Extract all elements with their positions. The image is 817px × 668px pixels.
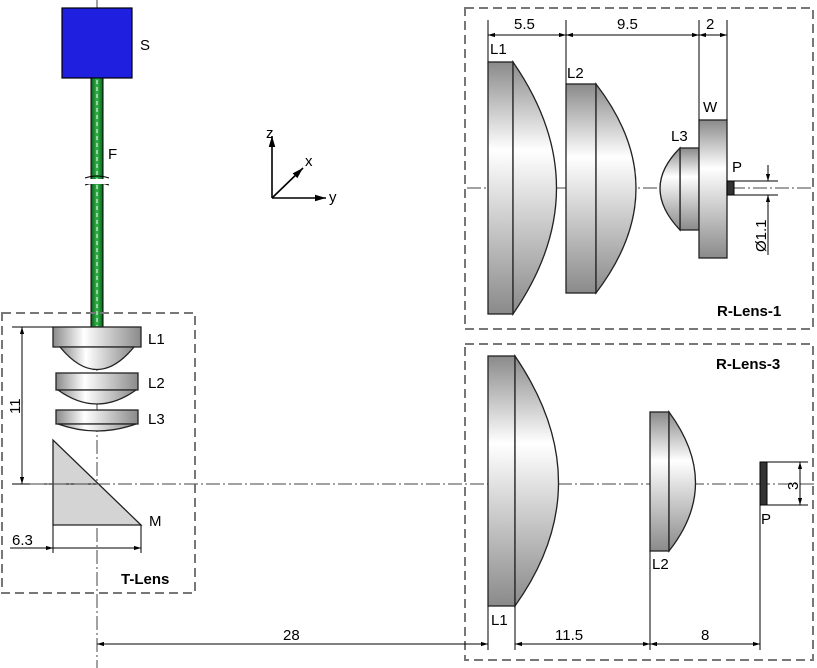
- r-lens-1-l3-label: L3: [671, 128, 688, 145]
- t-lens-l2: L2: [55, 372, 165, 405]
- r-lens-3-dim-a: 11.5: [555, 627, 583, 644]
- r-lens-3-l2: L2: [649, 410, 696, 573]
- r-lens-1-l2: L2: [565, 65, 637, 295]
- r-lens-3-l2-label: L2: [652, 556, 669, 573]
- r-lens-3-l1: L1: [487, 353, 559, 629]
- x-axis-label: x: [305, 153, 313, 170]
- r-lens-1-dim-c: 2: [706, 16, 714, 33]
- r-lens-1-window-label: W: [703, 99, 718, 116]
- r-lens-1-diameter-dimension: Ø1.1: [734, 165, 778, 255]
- r-lens-3-title: R-Lens-3: [716, 356, 780, 373]
- t-lens-l2-label: L2: [148, 375, 165, 392]
- r-lens-3-p-label: P: [761, 511, 771, 528]
- t-lens-width-value: 6.3: [12, 532, 33, 549]
- r-lens-1-l2-label: L2: [567, 65, 584, 82]
- z-axis-label: z: [266, 125, 274, 142]
- t-lens-l3: L3: [55, 409, 165, 432]
- r-lens-1-l1: L1: [487, 41, 557, 317]
- r-lens-1-dim-b: 9.5: [617, 16, 638, 33]
- optical-fiber: F: [84, 77, 117, 329]
- r-lens-1-p-label: P: [732, 159, 742, 176]
- source-label: S: [140, 37, 150, 54]
- r-lens-1-l1-label: L1: [490, 41, 507, 58]
- fiber-label: F: [108, 146, 117, 163]
- r-lens-1-window: W: [698, 99, 728, 259]
- light-source: S: [61, 7, 150, 79]
- r-lens-1-p: P: [726, 159, 742, 196]
- t-lens-mirror-label: M: [149, 513, 162, 530]
- t-lens-title: T-Lens: [121, 571, 169, 588]
- t-lens-l1: L1: [52, 326, 165, 370]
- r-lens-1-box: R-Lens-1 L1 L2 L3 W P: [464, 7, 814, 330]
- r-lens-1-title: R-Lens-1: [717, 303, 781, 320]
- overall-distance-dimension: 28: [97, 606, 489, 650]
- t-lens-height-value: 11: [7, 398, 24, 414]
- r-lens-1-diameter-value: Ø1.1: [753, 219, 770, 252]
- r-lens-3-p-dimension: 3: [767, 461, 808, 506]
- y-axis-label: y: [329, 189, 337, 206]
- t-lens-width-dimension: 6.3: [10, 525, 142, 553]
- r-lens-1-dim-a: 5.5: [514, 16, 535, 33]
- r-lens-3-dim-b: 8: [701, 627, 709, 644]
- t-lens-mirror: M: [52, 438, 162, 530]
- t-lens-l1-label: L1: [148, 331, 165, 348]
- t-lens-l3-label: L3: [148, 411, 165, 428]
- r-lens-3-p-value: 3: [785, 482, 802, 490]
- r-lens-3-l1-label: L1: [491, 612, 508, 629]
- overall-distance-value: 28: [283, 627, 300, 644]
- r-lens-3-p: P: [759, 461, 771, 528]
- r-lens-1-l3: L3: [659, 128, 700, 232]
- r-lens-3-box: R-Lens-3 L1 L2 P 3: [464, 343, 814, 661]
- coordinate-axes: z x y: [266, 125, 337, 206]
- t-lens-box: T-Lens L1 L2 L3 M 11: [1, 312, 196, 594]
- r-lens-1-top-dimensions: 5.5 9.5 2: [487, 16, 728, 120]
- r-lens-3-bottom-dimensions: 11.5 8: [514, 505, 761, 650]
